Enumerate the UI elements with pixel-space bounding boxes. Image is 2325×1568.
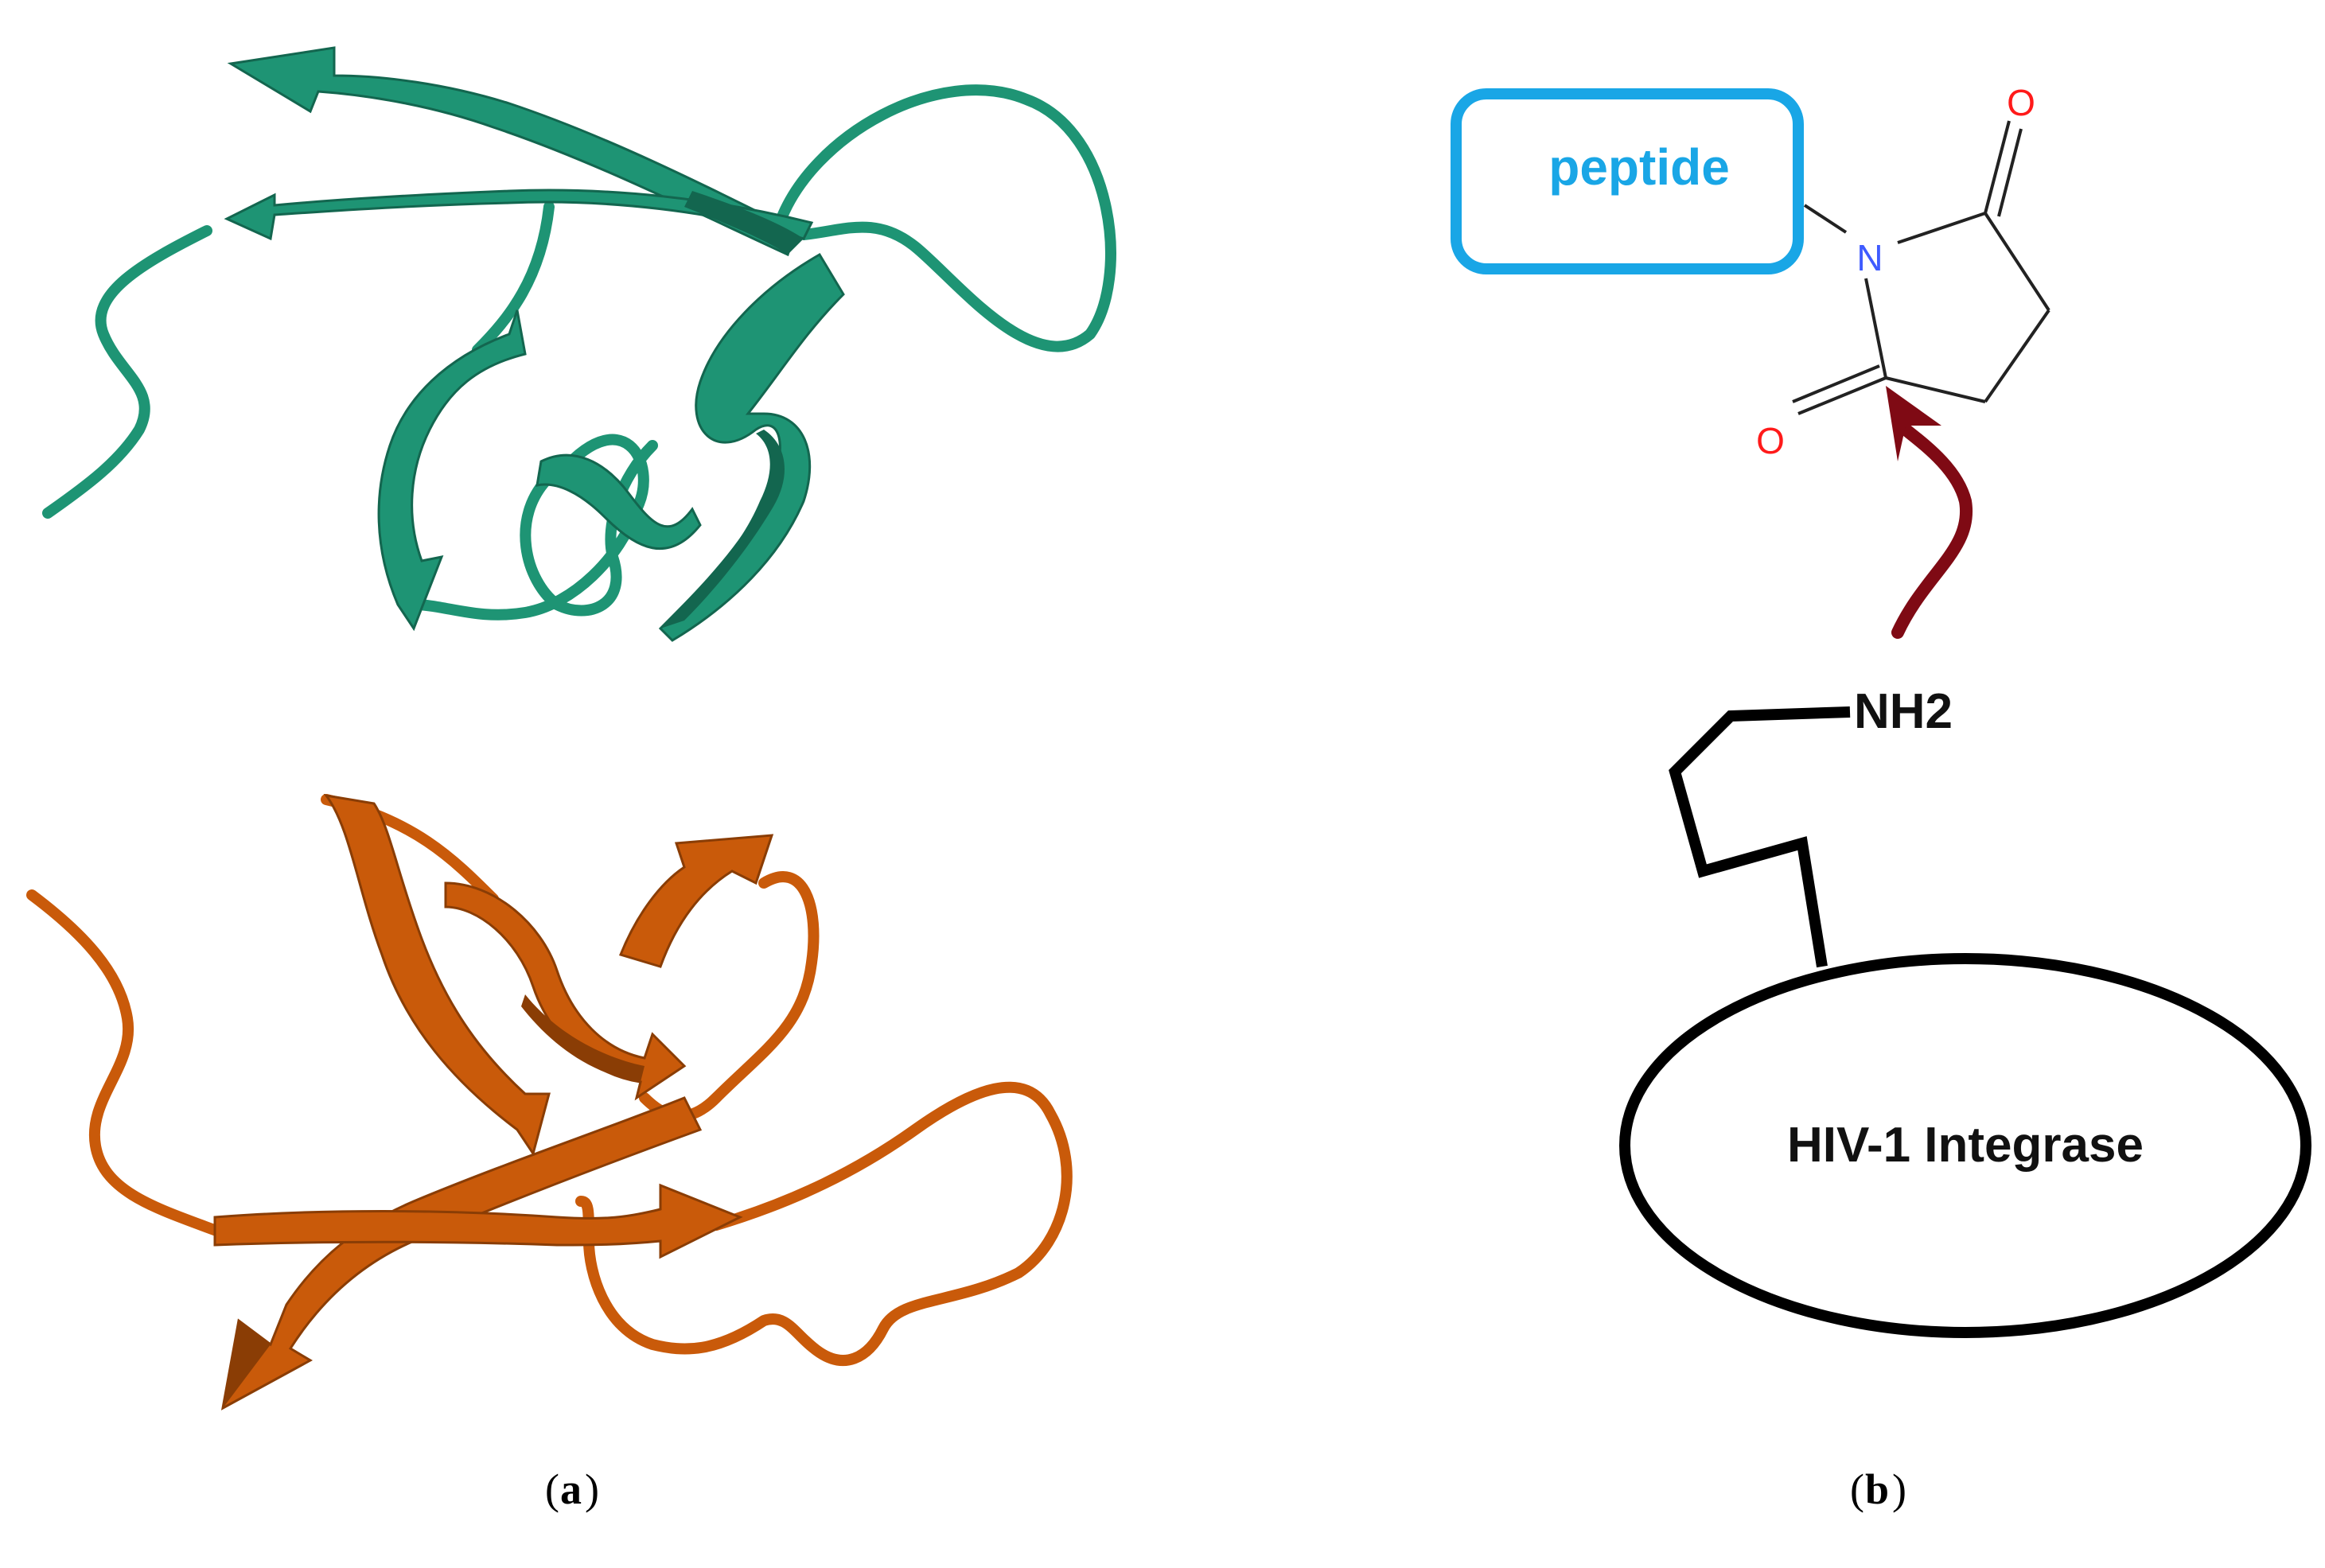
green-strand-3 <box>377 309 527 632</box>
green-strand-1 <box>227 46 797 257</box>
caption-a-letter: a <box>560 1465 582 1513</box>
orange-coil <box>26 794 1073 1366</box>
amine-label: NH2 <box>1854 684 1953 739</box>
oxygen-bottom-atom: O <box>1756 420 1785 461</box>
orange-strand-2 <box>618 834 774 968</box>
attack-arrow-head <box>1886 386 1941 461</box>
nitrogen-atom: N <box>1856 237 1883 278</box>
green-strand-4 <box>658 252 845 642</box>
orange-protein-structure <box>26 793 1073 1410</box>
green-protein-structure <box>42 46 1116 642</box>
green-strand-2 <box>224 189 814 241</box>
green-shade-1 <box>684 191 804 255</box>
orange-strand-4 <box>220 1096 703 1410</box>
peptide-box <box>1451 88 1804 274</box>
succinimide-ring <box>1792 120 2050 415</box>
caption-a-open: ( <box>545 1465 559 1513</box>
panel-b: peptide N O O NH2 <box>1451 82 2311 1513</box>
green-shade-2 <box>660 430 785 628</box>
green-strand-5 <box>535 453 702 550</box>
peptide-label: peptide <box>1548 138 1730 196</box>
caption-b-open: ( <box>1850 1465 1864 1513</box>
attack-arrow-shaft <box>1891 423 1973 639</box>
orange-strand-5 <box>213 1183 743 1259</box>
caption-a-close: ) <box>585 1465 599 1513</box>
caption-b-letter: b <box>1865 1465 1889 1513</box>
protein-ellipse <box>1619 953 2311 1338</box>
orange-shade-1 <box>521 994 645 1082</box>
peptide-n-bond <box>1803 204 1848 234</box>
linker-chain <box>1669 706 1851 968</box>
orange-strand-3 <box>444 881 687 1101</box>
caption-b-close: ) <box>1892 1465 1906 1513</box>
orange-shade-2 <box>223 1321 271 1408</box>
green-coil <box>42 84 1116 621</box>
protein-label: HIV-1 Integrase <box>1787 1118 2144 1173</box>
panel-a: ( a ) <box>26 46 1116 1513</box>
oxygen-top-atom: O <box>2007 82 2035 123</box>
